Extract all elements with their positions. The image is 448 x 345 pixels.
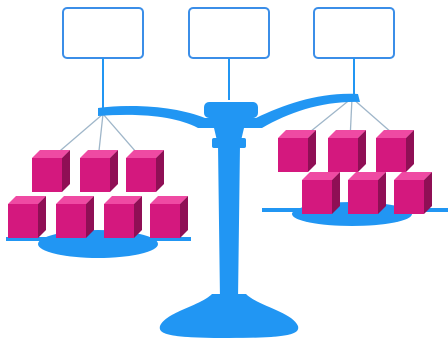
cube — [348, 172, 386, 214]
connector-lines — [102, 58, 355, 110]
label-box-left — [62, 7, 144, 59]
cube — [104, 196, 142, 238]
scale-body — [98, 93, 360, 338]
cube — [126, 150, 164, 192]
cube — [394, 172, 432, 214]
cube — [278, 130, 316, 172]
cube — [328, 130, 366, 172]
scale-beam — [98, 93, 360, 128]
label-boxes — [62, 7, 395, 59]
cube — [32, 150, 70, 192]
scale-top-cap — [204, 102, 258, 118]
cube — [8, 196, 46, 238]
scale-column — [214, 128, 244, 300]
cube — [80, 150, 118, 192]
cube — [302, 172, 340, 214]
label-box-right — [313, 7, 395, 59]
cube — [56, 196, 94, 238]
scale-base — [159, 294, 299, 338]
left-pan-cubes — [8, 150, 188, 238]
cube — [376, 130, 414, 172]
right-pan-cubes — [278, 130, 432, 214]
cube — [150, 196, 188, 238]
label-box-center — [188, 7, 270, 59]
scale-column-collar — [212, 138, 246, 148]
left-pan-line — [6, 237, 191, 241]
